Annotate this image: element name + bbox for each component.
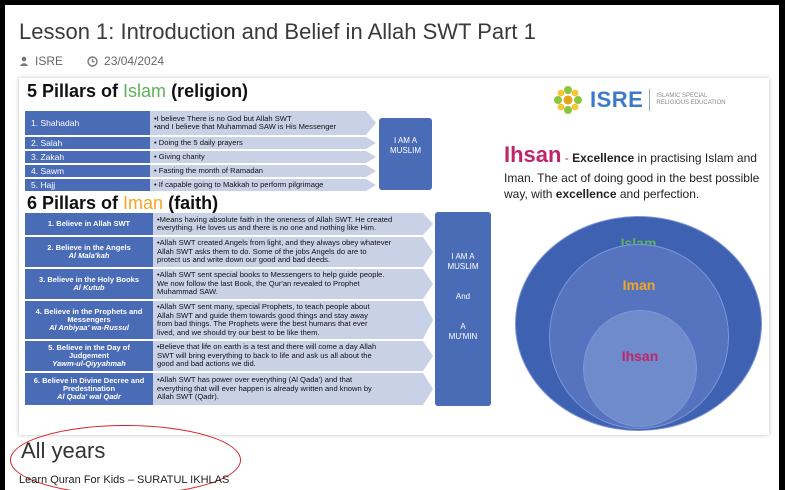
pillar-description: •Allah SWT created Angels from light, an… (153, 237, 433, 267)
page: Lesson 1: Introduction and Belief in All… (5, 5, 779, 490)
islam-pillar-row: 1. Shahadah •I believe There is no God b… (25, 111, 376, 135)
pillar-description: • Fasting the month of Ramadan (150, 165, 376, 177)
post-title: Lesson 1: Introduction and Belief in All… (19, 19, 536, 44)
pillar-label: 2. Salah (25, 137, 150, 149)
pillar-description: •Means having absolute faith in the onen… (153, 213, 433, 235)
iman-pillars-title: 6 Pillars of Iman (faith) (27, 193, 219, 213)
pillar-label: 4. Sawm (25, 165, 150, 177)
post-author[interactable]: ISRE (35, 54, 64, 68)
pillar-label: 3. Zakah (25, 151, 150, 163)
post-link[interactable]: Learn Quran For Kids – SURATUL IKHLAS (19, 474, 230, 486)
pillar-description: • Giving charity (150, 151, 376, 163)
user-icon (19, 56, 29, 66)
pillar-description: •Believe that life on earth is a test an… (153, 341, 433, 371)
pillar-description: • If capable going to Makkah to perform … (150, 179, 376, 191)
clock-icon (87, 55, 98, 67)
pillar-description: •I believe There is no God but Allah SWT… (150, 111, 376, 135)
islam-pillar-row: 5. Hajj • If capable going to Makkah to … (25, 179, 376, 191)
flower-logo-icon (554, 86, 582, 114)
ihsan-circle: Ihsan (583, 310, 697, 427)
muslim-box: I AM A MUSLIM (379, 118, 432, 190)
iman-pillar-row: 6. Believe in Divine Decree and Predesti… (25, 373, 433, 405)
iman-pillar-row: 1. Believe in Allah SWT •Means having ab… (25, 213, 433, 235)
iman-pillar-row: 4. Believe in the Prophets and Messenger… (25, 301, 433, 339)
post-meta: ISRE 23/04/2024 (19, 54, 164, 68)
pillar-label: 6. Believe in Divine Decree and Predesti… (25, 373, 153, 405)
pillar-description: •Allah SWT has power over everything (Al… (153, 373, 433, 405)
pillar-description: •Allah SWT sent special books to Messeng… (153, 269, 433, 299)
mumin-box: I AM A MUSLIM And A MU'MIN (435, 212, 491, 406)
pillar-label: 4. Believe in the Prophets and Messenger… (25, 301, 153, 339)
pillar-label: 5. Hajj (25, 179, 150, 191)
pillar-label: 1. Believe in Allah SWT (25, 213, 153, 235)
post-date: 23/04/2024 (104, 54, 165, 68)
pillar-description: •Allah SWT sent many, special Prophets, … (153, 301, 433, 339)
islam-pillar-row: 3. Zakah • Giving charity (25, 151, 376, 163)
islam-pillars-title: 5 Pillars of Islam (religion) (27, 81, 249, 101)
pillar-description: • Doing the 5 daily prayers (150, 137, 376, 149)
ihsan-definition: Ihsan - Excellence in practising Islam a… (504, 142, 760, 201)
islam-pillar-row: 4. Sawm • Fasting the month of Ramadan (25, 165, 376, 177)
islam-pillar-row: 2. Salah • Doing the 5 daily prayers (25, 137, 376, 149)
pillar-label: 1. Shahadah (25, 111, 150, 135)
pillars-infographic: 5 Pillars of Islam (religion) 1. Shahada… (19, 78, 769, 435)
logo-wordmark: ISRE (590, 87, 644, 112)
annotation-oval (10, 425, 241, 490)
